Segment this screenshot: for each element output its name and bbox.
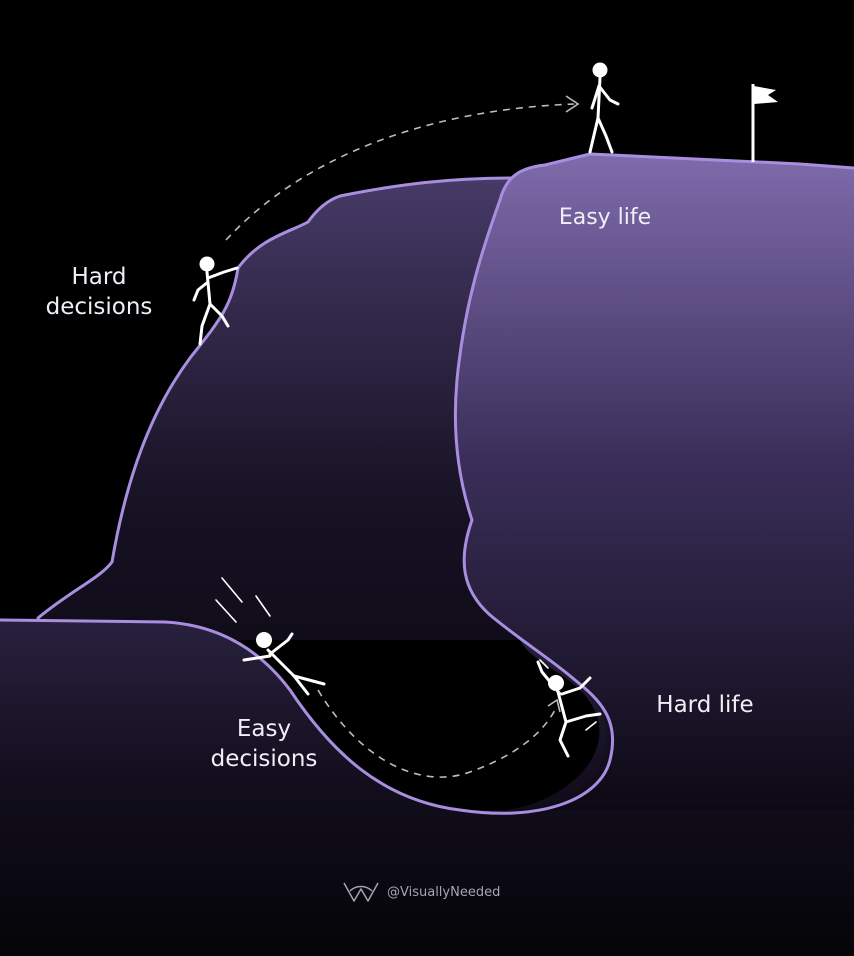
left-cliff — [38, 178, 522, 640]
hard-life-label: Hard life — [640, 690, 770, 720]
easy-decisions-line-2: decisions — [190, 744, 338, 774]
hard-decisions-label: Hard decisions — [28, 262, 170, 322]
easy-decisions-line-1: Easy — [190, 714, 338, 744]
arrowhead-bottom — [548, 700, 560, 712]
hard-decisions-line-1: Hard — [28, 262, 170, 292]
easy-decisions-label: Easy decisions — [190, 714, 338, 774]
easy-life-label: Easy life — [540, 203, 670, 233]
hard-decisions-line-2: decisions — [28, 292, 170, 322]
watermark-handle: @VisuallyNeeded — [387, 885, 500, 900]
walker-figure — [590, 63, 618, 153]
flag-icon — [753, 84, 778, 162]
watermark: @VisuallyNeeded — [343, 880, 500, 904]
